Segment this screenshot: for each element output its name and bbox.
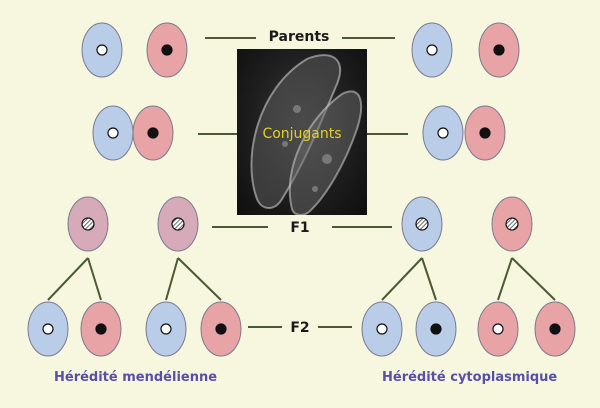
branch-line-4 xyxy=(381,257,423,301)
f1-label: F1 xyxy=(290,220,310,236)
paramecium-image xyxy=(250,54,363,215)
conjugants-label: Conjugants xyxy=(262,126,342,142)
open-nucleus-icon xyxy=(437,127,449,139)
filled-nucleus-icon xyxy=(493,44,505,56)
filled-nucleus-icon xyxy=(95,323,107,335)
branch-line-5 xyxy=(421,257,437,301)
filled-nucleus-icon xyxy=(147,127,159,139)
open-nucleus-icon xyxy=(42,323,54,335)
branch-line-2 xyxy=(165,257,179,301)
hatched-nucleus-icon xyxy=(81,217,95,231)
open-nucleus-icon xyxy=(376,323,388,335)
hatched-nucleus-icon xyxy=(415,217,429,231)
filled-nucleus-icon xyxy=(430,323,442,335)
branch-line-1 xyxy=(87,257,102,301)
filled-nucleus-icon xyxy=(215,323,227,335)
open-nucleus-icon xyxy=(96,44,108,56)
conjugants-photo: Conjugants xyxy=(237,49,367,215)
mendelian-heredity-label: Hérédité mendélienne xyxy=(54,370,218,385)
filled-nucleus-icon xyxy=(479,127,491,139)
filled-nucleus-icon xyxy=(161,44,173,56)
hatched-nucleus-icon xyxy=(171,217,185,231)
branch-line-7 xyxy=(511,257,556,301)
branch-line-0 xyxy=(47,257,89,301)
open-nucleus-icon xyxy=(160,323,172,335)
open-nucleus-icon xyxy=(107,127,119,139)
parents-label: Parents xyxy=(268,29,330,45)
f2-label: F2 xyxy=(290,320,310,336)
filled-nucleus-icon xyxy=(549,323,561,335)
open-nucleus-icon xyxy=(492,323,504,335)
open-nucleus-icon xyxy=(426,44,438,56)
branch-line-6 xyxy=(497,257,513,301)
hatched-nucleus-icon xyxy=(505,217,519,231)
cytoplasmic-heredity-label: Hérédité cytoplasmique xyxy=(382,370,558,385)
branch-line-3 xyxy=(177,257,222,301)
